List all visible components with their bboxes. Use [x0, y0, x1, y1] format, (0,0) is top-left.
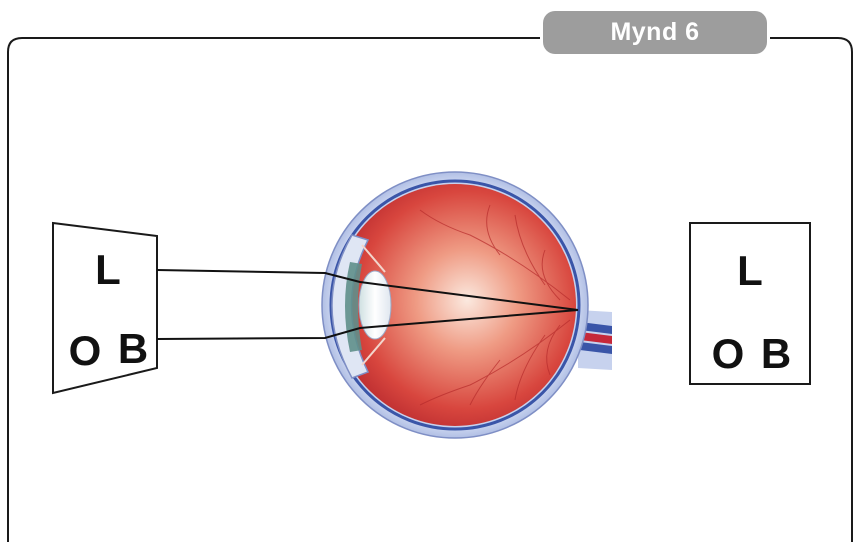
right-chart-letter-b: B [761, 330, 791, 377]
right-chart-letter-o: O [712, 330, 745, 377]
lens [359, 271, 391, 339]
right-chart-letter-l: L [737, 247, 763, 294]
left-chart-letter-l: L [95, 246, 121, 293]
figure-title: Mynd 6 [610, 18, 699, 46]
left-chart-letter-o: O [69, 327, 102, 374]
figure-title-badge: Mynd 6 [543, 11, 767, 54]
left-chart-letter-b: B [118, 325, 148, 372]
